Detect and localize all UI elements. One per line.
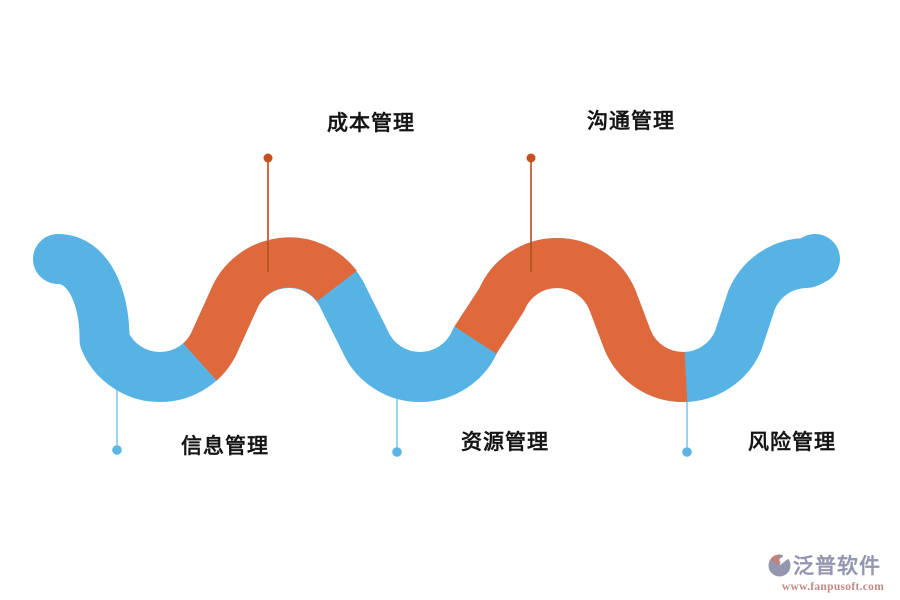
pin-dot-cost [263, 153, 273, 163]
pin-dot-risk [682, 447, 692, 457]
wave-ribbon-blue [33, 234, 840, 403]
label-cost-management: 成本管理 [327, 112, 415, 135]
label-communication-management: 沟通管理 [587, 110, 675, 133]
label-information-management: 信息管理 [181, 435, 269, 458]
pin-dot-communication [526, 153, 536, 163]
pin-dot-resource [392, 447, 402, 457]
label-resource-management: 资源管理 [461, 431, 549, 454]
wave-segment-orange-2 [454, 237, 688, 402]
watermark: 泛普软件 www.fanpusoft.com [768, 550, 898, 593]
watermark-brand: 泛普软件 [793, 555, 881, 578]
fanpu-logo-icon [768, 553, 791, 576]
watermark-url: www.fanpusoft.com [781, 581, 885, 593]
label-risk-management: 风险管理 [748, 431, 836, 454]
pin-dot-info [112, 445, 122, 455]
wave-segment-orange-1 [182, 237, 357, 381]
